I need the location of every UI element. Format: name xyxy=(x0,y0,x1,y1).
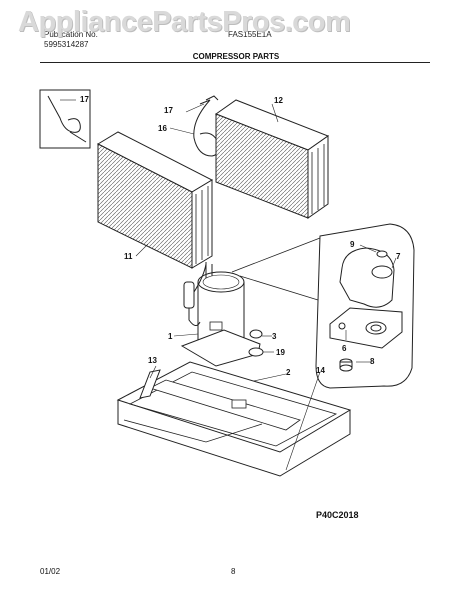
header-rule xyxy=(40,62,430,63)
mounting-hardware xyxy=(248,329,274,357)
callout-3: 3 xyxy=(272,332,277,341)
evaporator-coil xyxy=(214,99,330,219)
callout-17: 17 xyxy=(164,106,173,115)
footer-date: 01/02 xyxy=(40,567,61,576)
page-number: 8 xyxy=(231,567,236,576)
diagram-reference-code: P40C2018 xyxy=(316,510,359,520)
callout-7: 7 xyxy=(396,252,401,261)
callout-17-inset: 17 xyxy=(80,95,89,104)
capillary-tube-inset xyxy=(39,89,91,149)
condenser-partition xyxy=(139,365,161,399)
callout-2: 2 xyxy=(286,368,291,377)
compressor-detail-inset xyxy=(231,223,415,389)
condenser-coil xyxy=(96,131,214,269)
callout-16: 16 xyxy=(158,124,167,133)
callout-9: 9 xyxy=(350,240,355,249)
model-number: FAS155E1A xyxy=(228,30,272,39)
callout-14: 14 xyxy=(316,366,325,375)
callout-6: 6 xyxy=(342,344,347,353)
callout-13: 13 xyxy=(148,356,157,365)
publication-number: 5995314287 xyxy=(44,40,89,49)
callout-1: 1 xyxy=(168,332,173,341)
section-title: COMPRESSOR PARTS xyxy=(192,52,280,61)
callout-8: 8 xyxy=(370,357,375,366)
capillary-tube xyxy=(169,95,220,157)
compressor xyxy=(173,262,261,367)
callout-12: 12 xyxy=(274,96,283,105)
watermark: AppliancePartsPros.com xyxy=(18,6,351,38)
publication-label: Publication No. xyxy=(44,30,98,39)
callout-11: 11 xyxy=(124,252,133,261)
callout-19: 19 xyxy=(276,348,285,357)
base-pan xyxy=(116,361,352,477)
